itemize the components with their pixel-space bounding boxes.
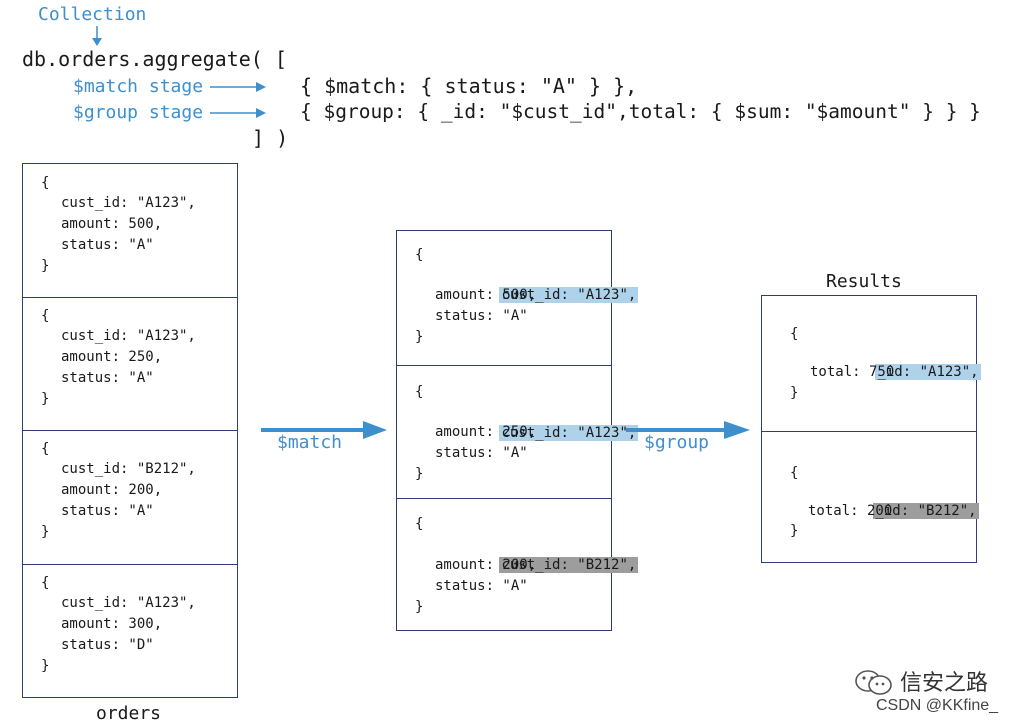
doc-close: } bbox=[790, 385, 799, 401]
orders-collection-box: { cust_id: "A123", amount: 500, status: … bbox=[22, 163, 238, 698]
doc-open: { bbox=[41, 308, 50, 324]
doc-amount: amount: 250, bbox=[435, 424, 537, 440]
doc-close: } bbox=[415, 599, 424, 615]
doc-cust-id: cust_id: "A123", bbox=[61, 595, 196, 611]
watermark-title: 信安之路 bbox=[900, 671, 989, 696]
result-id: _id: "B212", bbox=[806, 480, 979, 543]
highlighted-key: _id: "A123", bbox=[875, 364, 981, 380]
doc-amount: amount: 500, bbox=[435, 287, 537, 303]
group-stage-label: $group stage bbox=[73, 102, 204, 123]
doc-close: } bbox=[41, 258, 50, 274]
orders-doc: { cust_id: "B212", amount: 200, status: … bbox=[23, 430, 237, 564]
result-total: total: 200 bbox=[808, 503, 893, 519]
match-stage-label: $match stage bbox=[73, 76, 204, 97]
group-stage-pointer-head bbox=[256, 108, 266, 118]
doc-status: status: "A" bbox=[435, 308, 528, 324]
doc-cust-id: cust_id: "A123", bbox=[61, 195, 196, 211]
match-arrow-label: $match bbox=[277, 432, 343, 453]
doc-cust-id: cust_id: "A123", bbox=[432, 264, 639, 327]
doc-open: { bbox=[790, 326, 799, 342]
doc-status: status: "A" bbox=[61, 503, 154, 519]
doc-open: { bbox=[790, 465, 799, 481]
doc-close: } bbox=[415, 329, 424, 345]
aggregate-call: db.orders.aggregate( [ bbox=[22, 47, 287, 71]
group-stage-code: { $group: { _id: "$cust_id",total: { $su… bbox=[300, 100, 981, 123]
watermark-credit: CSDN @KKfine_ bbox=[876, 697, 999, 714]
match-stage-code: { $match: { status: "A" } }, bbox=[300, 74, 638, 98]
highlighted-key: cust_id: "A123", bbox=[499, 425, 639, 441]
doc-open: { bbox=[41, 441, 50, 457]
result-doc: { _id: "A123", total: 750 } bbox=[762, 296, 981, 431]
doc-close: } bbox=[790, 523, 799, 539]
aggregate-close: ] ) bbox=[252, 126, 289, 150]
doc-open: { bbox=[41, 575, 50, 591]
orders-doc: { cust_id: "A123", amount: 250, status: … bbox=[23, 297, 237, 430]
doc-status: status: "A" bbox=[435, 445, 528, 461]
highlighted-key: cust_id: "B212", bbox=[499, 557, 639, 573]
doc-amount: amount: 500, bbox=[61, 216, 163, 232]
match-arrow-head bbox=[363, 421, 387, 439]
match-arrow bbox=[261, 421, 387, 439]
doc-status: status: "A" bbox=[61, 370, 154, 386]
doc-status: status: "A" bbox=[435, 578, 528, 594]
match-stage-pointer-head bbox=[256, 82, 266, 92]
result-id: _id: "A123", bbox=[808, 341, 981, 404]
doc-amount: amount: 200, bbox=[61, 482, 163, 498]
doc-cust-id: cust_id: "A123", bbox=[432, 402, 639, 465]
doc-cust-id: cust_id: "A123", bbox=[61, 328, 196, 344]
doc-status: status: "D" bbox=[61, 637, 154, 653]
orders-doc: { cust_id: "A123", amount: 500, status: … bbox=[23, 164, 237, 297]
matched-doc: { cust_id: "A123", amount: 500, status: … bbox=[397, 231, 639, 365]
collection-pointer-head bbox=[92, 38, 102, 46]
collection-label: Collection bbox=[38, 4, 147, 25]
orders-doc: { cust_id: "A123", amount: 300, status: … bbox=[23, 564, 237, 696]
doc-open: { bbox=[415, 516, 424, 532]
result-total: total: 750 bbox=[810, 364, 895, 380]
doc-amount: amount: 250, bbox=[61, 349, 163, 365]
header-arrows bbox=[92, 26, 266, 118]
group-arrow bbox=[626, 421, 750, 439]
matched-doc: { cust_id: "B212", amount: 200, status: … bbox=[397, 498, 639, 629]
doc-status: status: "A" bbox=[61, 237, 154, 253]
doc-amount: amount: 200, bbox=[435, 557, 537, 573]
highlighted-key: cust_id: "A123", bbox=[499, 287, 639, 303]
doc-open: { bbox=[415, 247, 424, 263]
results-caption: Results bbox=[826, 271, 902, 292]
orders-caption: orders bbox=[96, 703, 162, 724]
doc-open: { bbox=[41, 175, 50, 191]
wechat-icon bbox=[855, 670, 892, 695]
result-doc: { _id: "B212", total: 200 } bbox=[762, 431, 979, 561]
doc-close: } bbox=[41, 524, 50, 540]
highlighted-key: _id: "B212", bbox=[873, 503, 979, 519]
doc-open: { bbox=[415, 384, 424, 400]
doc-close: } bbox=[415, 466, 424, 482]
group-arrow-head bbox=[724, 421, 750, 439]
doc-close: } bbox=[41, 658, 50, 674]
matched-docs-box: { cust_id: "A123", amount: 500, status: … bbox=[396, 230, 639, 631]
doc-amount: amount: 300, bbox=[61, 616, 163, 632]
doc-cust-id: cust_id: "B212", bbox=[61, 461, 196, 477]
matched-doc: { cust_id: "A123", amount: 250, status: … bbox=[397, 365, 639, 498]
results-box: { _id: "A123", total: 750 } { _id: "B212… bbox=[761, 295, 981, 563]
doc-cust-id: cust_id: "B212", bbox=[432, 534, 639, 597]
group-arrow-label: $group bbox=[644, 432, 710, 453]
doc-close: } bbox=[41, 391, 50, 407]
